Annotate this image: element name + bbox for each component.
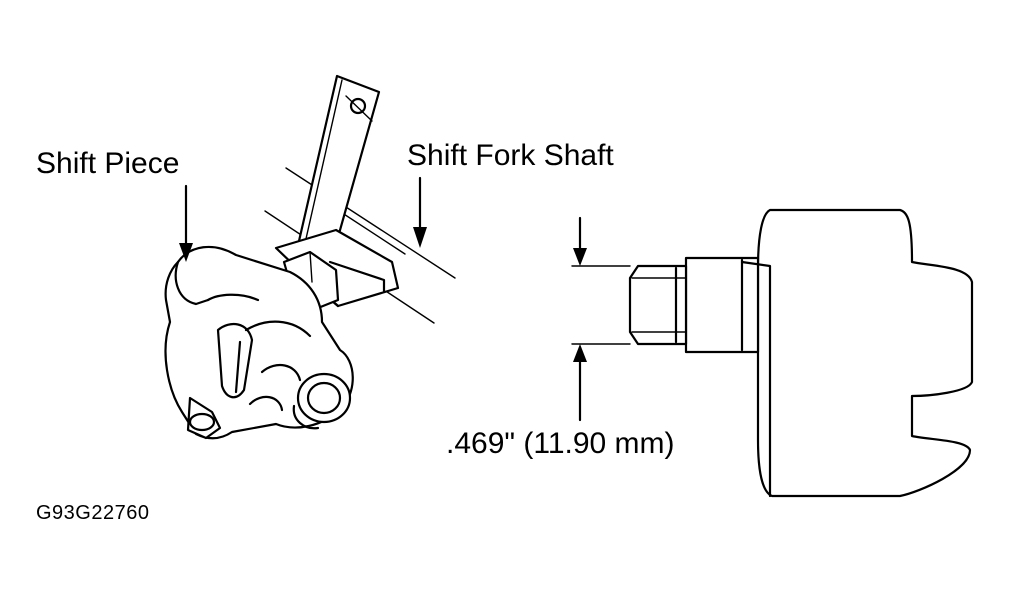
shift-piece-label: Shift Piece — [36, 147, 180, 180]
shift-fork-shaft-label: Shift Fork Shaft — [407, 139, 614, 172]
dimension-lines — [571, 216, 631, 422]
shift-piece-arrow — [179, 184, 193, 262]
figure-id-label: G93G22760 — [36, 502, 150, 524]
shift-piece-drawing — [164, 245, 354, 440]
measurement-label: .469" (11.90 mm) — [446, 427, 675, 460]
shift-piece-side-view — [628, 208, 974, 498]
shift-fork-shaft-arrow — [413, 176, 427, 248]
